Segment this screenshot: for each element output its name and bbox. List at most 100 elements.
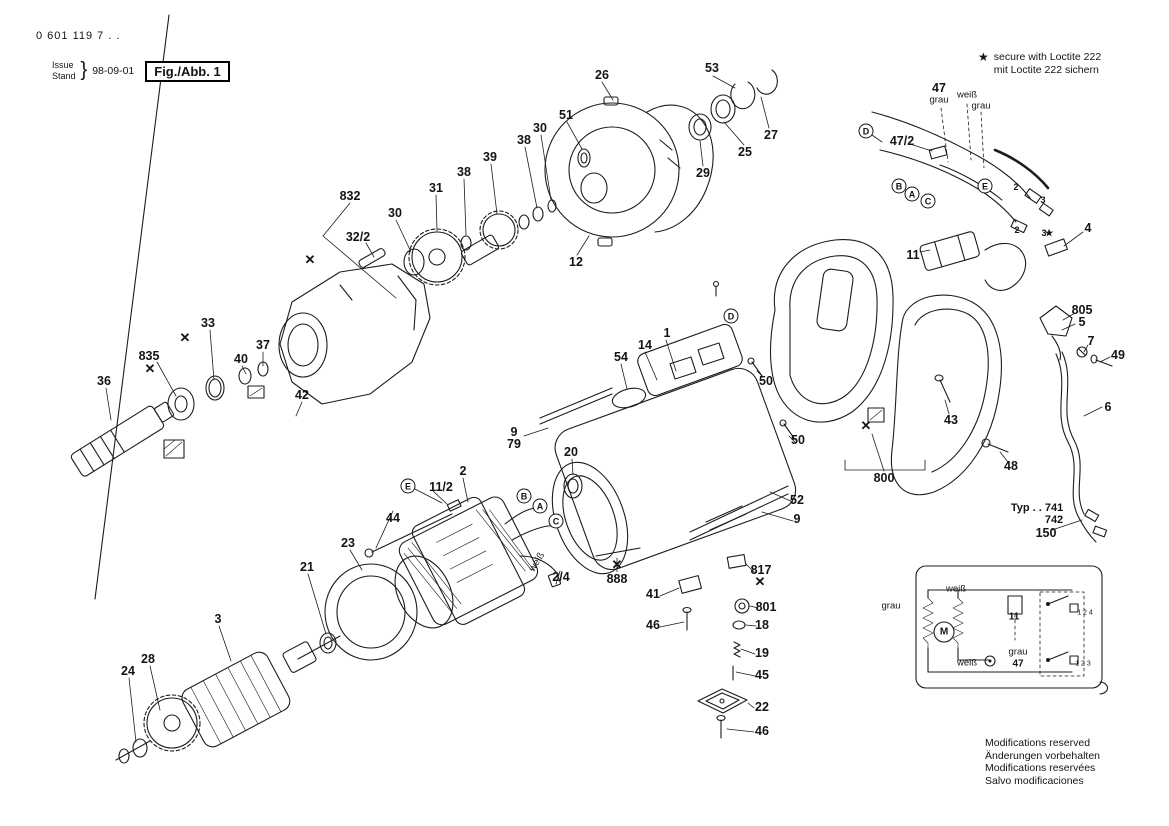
part-callout-37-15: 37 [256,338,270,352]
wiring-schematic [915,565,1109,695]
stand-label: Stand [52,71,76,81]
part-callout-38-7: 38 [517,133,531,147]
part-callout-3-26: 3 [214,612,222,626]
part-callout-79-31: 79 [507,437,521,451]
part-callout-817-42: 817 [750,563,772,577]
text-label-16: 3 [1040,195,1046,205]
part-callout-43-49: 43 [944,413,958,427]
part-callout-28-28: 28 [141,652,155,666]
part-callout-41-40: 41 [646,587,660,601]
figure-label: Fig./Abb. 1 [145,60,230,82]
part-callout-33-17: 33 [201,316,215,330]
connector-letter-B-6: B [891,178,907,194]
document-number: 0 601 119 7 . . [36,30,121,42]
strike-mark-0: ✕ [304,252,316,267]
part-callout-36-19: 36 [97,374,111,388]
text-label-2: grau [971,100,991,112]
ring-shape [324,563,418,661]
text-label-13: 1 2 4 [1077,609,1093,617]
part-callout-21-25: 21 [300,560,314,574]
part-callout-38-9: 38 [457,165,471,179]
text-label-5: 742 [1044,514,1064,526]
part-callout-45-46: 45 [755,668,769,682]
connector-letter-B-1: B [516,488,532,504]
part-callout-23-24: 23 [341,536,355,550]
loctite-star-mark-0: ★ [1044,227,1054,240]
part-callout-50-36: 50 [791,433,805,447]
part-callout-9-30: 9 [510,425,518,439]
text-label-9: weiß [956,657,978,669]
part-callout-52-37: 52 [790,493,804,507]
part-callout-6-59: 6 [1104,400,1112,414]
strike-mark-1: ✕ [179,330,191,345]
connector-letter-C-3: C [548,513,564,529]
text-label-14: 1 2 3 [1075,660,1091,668]
gear-housing-shape [278,248,431,405]
motor-housing-shape [539,280,797,575]
issue-label: Issue [52,60,74,70]
part-callout-30-12: 30 [388,206,402,220]
part-callout-42-20: 42 [295,388,309,402]
part-callout-26-0: 26 [595,68,609,82]
star-icon: ★ [978,50,989,64]
spindle-and-bearings [70,361,269,477]
connector-letter-C-8: C [920,193,936,209]
frame-line [94,14,170,600]
part-callout-39-8: 39 [483,150,497,164]
part-callout-888-39: 888 [606,572,628,586]
part-callout-5-56: 5 [1078,315,1086,329]
bearing-rings [688,69,778,141]
part-callout-18-44: 18 [755,618,769,632]
modifications-note: Modifications reserved Änderungen vorbeh… [985,737,1100,787]
loctite-line-en: secure with Loctite 222 [993,51,1102,63]
issue-date: 98-09-01 [92,65,135,77]
part-callout-44-21: 44 [386,511,400,525]
field-stator-shape [364,496,562,629]
part-callout-50-35: 50 [759,374,773,388]
connector-letter-A-7: A [904,186,920,202]
text-label-4: Typ . . 741 [1010,502,1064,514]
text-label-6: weiß [945,583,967,595]
part-callout-2-4-62: 2/4 [552,570,570,584]
part-callout-150-61: 150 [1035,526,1057,540]
part-callout-12-14: 12 [569,255,583,269]
strike-mark-4: ✕ [754,574,766,589]
part-callout-14-33: 14 [638,338,652,352]
text-label-18: 3 [1041,228,1047,238]
text-label-11: 47 [1012,658,1024,670]
part-callout-30-6: 30 [533,121,547,135]
handle-shells [769,231,1027,496]
modifications-line: Modifications reservées [985,762,1096,774]
text-label-15: 2 [1013,182,1019,192]
part-callout-49-58: 49 [1111,348,1125,362]
part-callout-40-16: 40 [234,352,248,366]
part-callout-4-60: 4 [1084,221,1092,235]
part-callout-32-2-13: 32/2 [345,230,371,244]
part-callout-832-11: 832 [339,189,361,203]
part-callout-48-51: 48 [1004,459,1018,473]
connector-letter-D-4: D [723,308,739,324]
part-callout-22-47: 22 [755,700,769,714]
part-callout-19-45: 19 [755,646,769,660]
part-callout-800-50: 800 [873,471,895,485]
strike-mark-5: ✕ [860,418,872,433]
issue-block: Issue Stand } 98-09-01 Fig./Abb. 1 [52,59,230,82]
part-callout-20-29: 20 [564,445,578,459]
text-label-7: grau [881,600,901,612]
part-callout-46-41: 46 [646,618,660,632]
part-callout-835-18: 835 [138,349,160,363]
part-callout-11-52: 11 [906,248,920,262]
modifications-line: Salvo modificaciones [985,774,1084,787]
part-callout-47-2-54: 47/2 [889,134,915,148]
part-callout-2-23: 2 [459,464,467,478]
part-callout-24-27: 24 [121,664,135,678]
loctite-line-de: mit Loctite 222 sichern [993,63,1099,76]
switch-parts [678,553,750,739]
text-label-17: 2 [1014,225,1020,235]
part-callout-31-10: 31 [429,181,443,195]
part-callout-25-3: 25 [738,145,752,159]
connector-letter-D-5: D [858,123,874,139]
part-callout-7-57: 7 [1087,334,1095,348]
part-callout-805-55: 805 [1071,303,1093,317]
